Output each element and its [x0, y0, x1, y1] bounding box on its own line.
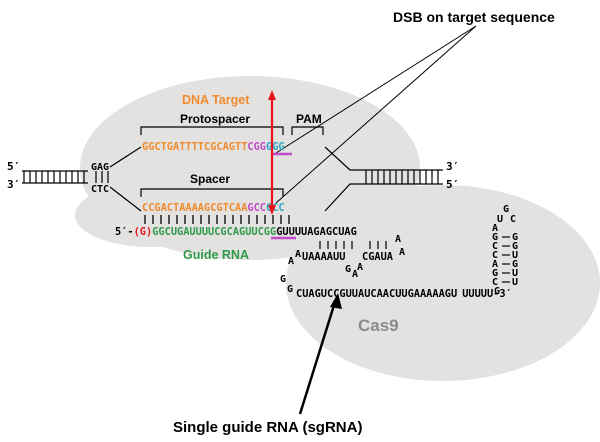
nexus-a5: A	[352, 269, 358, 280]
sgrna-label: Single guide RNA (sgRNA)	[173, 419, 362, 436]
nexus-a6: A	[357, 262, 363, 273]
dsb-callout-lines	[275, 25, 477, 204]
svg-text:G: G	[494, 286, 500, 297]
target-strand-top: GGCTGATTTTCGCAGTTCGGGGG	[142, 141, 285, 153]
svg-text:U: U	[512, 277, 518, 288]
bulge-a1: A	[395, 234, 401, 245]
cas9-label: Cas9	[358, 316, 399, 335]
duplex-ticks	[319, 241, 387, 249]
right-five-prime: 5′	[446, 178, 459, 191]
guide-rna-label: Guide RNA	[183, 248, 249, 262]
dna-bubble-lines	[109, 146, 362, 212]
guide-rna-sequence: 5′-(G)GGCUGAUUUUCGCAGUUCGGGUUUUAGAGCUAG	[115, 226, 357, 238]
svg-text:C: C	[492, 277, 498, 288]
antirepeat-bulge-a3: A	[288, 256, 294, 267]
svg-text:G: G	[492, 268, 498, 279]
hairpin-loop-g: G	[503, 204, 509, 215]
svg-text:C: C	[492, 241, 498, 252]
svg-text:C: C	[510, 214, 516, 225]
svg-text:G: G	[512, 241, 518, 252]
protospacer-label: Protospacer	[180, 112, 250, 126]
dsb-label: DSB on target sequence	[393, 9, 555, 25]
target-strand-bottom: CCGACTAAAAGCGTCAAGCCCCC	[142, 202, 285, 214]
left-dna-helix	[22, 170, 109, 184]
svg-text:U: U	[497, 214, 503, 225]
dsb-cut-arrow	[268, 90, 276, 215]
left-five-prime: 5′	[7, 160, 20, 173]
svg-text:A: A	[492, 223, 498, 234]
svg-text:A: A	[492, 259, 498, 270]
svg-text:U: U	[512, 250, 518, 261]
svg-text:G: G	[512, 232, 518, 243]
hairpin-right-strand: C G G U G U U	[510, 214, 518, 288]
protospacer-bracket	[140, 126, 284, 135]
gag-sequence: GAG	[91, 162, 109, 173]
cas9-protein-shape	[75, 76, 600, 381]
left-three-prime: 3′	[7, 178, 20, 191]
ctc-sequence: CTC	[91, 184, 109, 195]
right-dna-helix	[362, 169, 443, 185]
svg-text:C: C	[492, 250, 498, 261]
antirepeat-bulge-a4: A	[295, 249, 301, 260]
dna-target-label: DNA Target	[182, 93, 250, 107]
right-three-prime: 3′	[446, 160, 459, 173]
svg-text:G: G	[512, 259, 518, 270]
nexus-g1: G	[345, 264, 351, 275]
svg-text:G: G	[492, 232, 498, 243]
svg-text:U: U	[512, 268, 518, 279]
cgaua-sequence: CGAUA	[362, 251, 394, 263]
spacer-label: Spacer	[190, 172, 230, 186]
hairpin-pair-ticks	[502, 236, 510, 283]
dna-rna-pairing-ticks	[144, 215, 290, 224]
linker-g2: G	[280, 274, 286, 285]
spacer-bracket	[140, 188, 284, 197]
linker-g3: G	[287, 284, 293, 295]
hairpin-left-strand: U A G C C A G C G	[492, 214, 503, 297]
antirepeat-sequence: UAAAAUU	[302, 251, 345, 263]
bulge-a2: A	[399, 247, 405, 258]
pam-bracket	[291, 126, 324, 135]
sgrna-arrow	[298, 293, 342, 415]
pam-label: PAM	[296, 112, 322, 126]
